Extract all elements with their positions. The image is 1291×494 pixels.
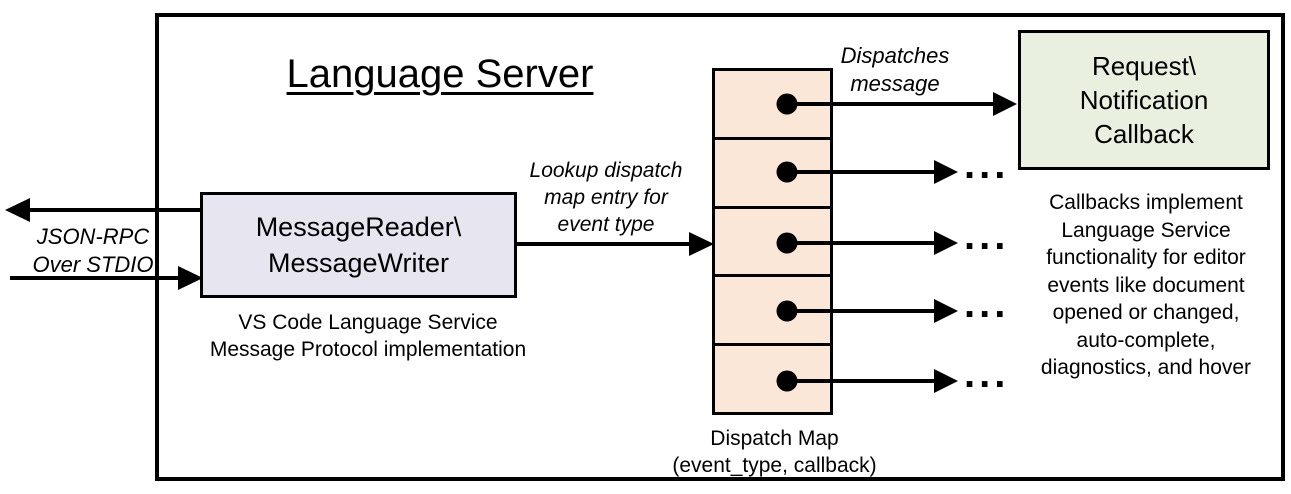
reader-caption-line1: VS Code Language Service: [238, 311, 498, 334]
message-reader-writer-box: MessageReader\ MessageWriter: [200, 192, 517, 298]
dispatch-map-cell: [715, 274, 830, 343]
callbacks-note-line6: auto-complete,: [1076, 328, 1216, 352]
language-server-boundary: [155, 13, 1285, 481]
callback-box-line1: Request\: [1091, 51, 1197, 81]
callback-box-line3: Callback: [1094, 119, 1194, 149]
ellipsis-row4: ...: [964, 282, 1010, 326]
ellipsis-row2: ...: [964, 143, 1010, 187]
json-rpc-stdio-label: JSON-RPC Over STDIO: [18, 223, 168, 279]
stdio-out-arrowhead-icon: [5, 198, 30, 222]
dispatch-map: [712, 68, 833, 415]
callbacks-note-line5: opened or changed,: [1052, 301, 1240, 324]
dispatch-map-cell: [715, 343, 830, 412]
map-caption-line1: Dispatch Map: [710, 427, 839, 450]
callbacks-note-line2: Language Service: [1061, 218, 1231, 242]
request-notification-callback-box: Request\ Notification Callback: [1018, 30, 1270, 170]
lookup-dispatch-label: Lookup dispatch map entry for event type: [506, 157, 706, 238]
dispatch-map-cell: [715, 205, 830, 275]
dispatches-label-line1: Dispatches: [840, 43, 950, 68]
dispatches-label-line2: message: [850, 71, 940, 96]
dispatch-map-caption: Dispatch Map (event_type, callback): [647, 425, 902, 479]
reader-box-line1: MessageReader\: [255, 212, 462, 242]
diagram-title: Language Server: [286, 52, 594, 96]
map-caption-line2: (event_type, callback): [672, 454, 877, 477]
ellipsis-row3: ...: [964, 214, 1010, 258]
json-rpc-label-line1: JSON-RPC: [36, 224, 150, 249]
reader-box-caption: VS Code Language Service Message Protoco…: [168, 309, 568, 363]
ellipsis-row5: ...: [964, 352, 1010, 396]
reader-caption-line2: Message Protocol implementation: [209, 338, 527, 361]
json-rpc-label-line2: Over STDIO: [32, 252, 154, 277]
dispatches-message-label: Dispatches message: [815, 42, 975, 98]
callbacks-note: Callbacks implement Language Service fun…: [1018, 189, 1274, 382]
callbacks-note-line1: Callbacks implement: [1049, 191, 1243, 214]
callbacks-note-line3: functionality for editor: [1046, 246, 1246, 269]
dispatch-map-cell: [715, 71, 830, 137]
callbacks-note-line4: events like document: [1047, 273, 1245, 297]
reader-box-line2: MessageWriter: [267, 248, 450, 278]
callbacks-note-line7: diagnostics, and hover: [1040, 356, 1252, 379]
lookup-label-line1: Lookup dispatch: [529, 159, 683, 182]
dispatch-map-cell: [715, 136, 830, 206]
lookup-label-line2: map entry for: [544, 186, 668, 209]
callback-box-line2: Notification: [1079, 85, 1209, 115]
lookup-label-line3: event type: [557, 213, 655, 236]
